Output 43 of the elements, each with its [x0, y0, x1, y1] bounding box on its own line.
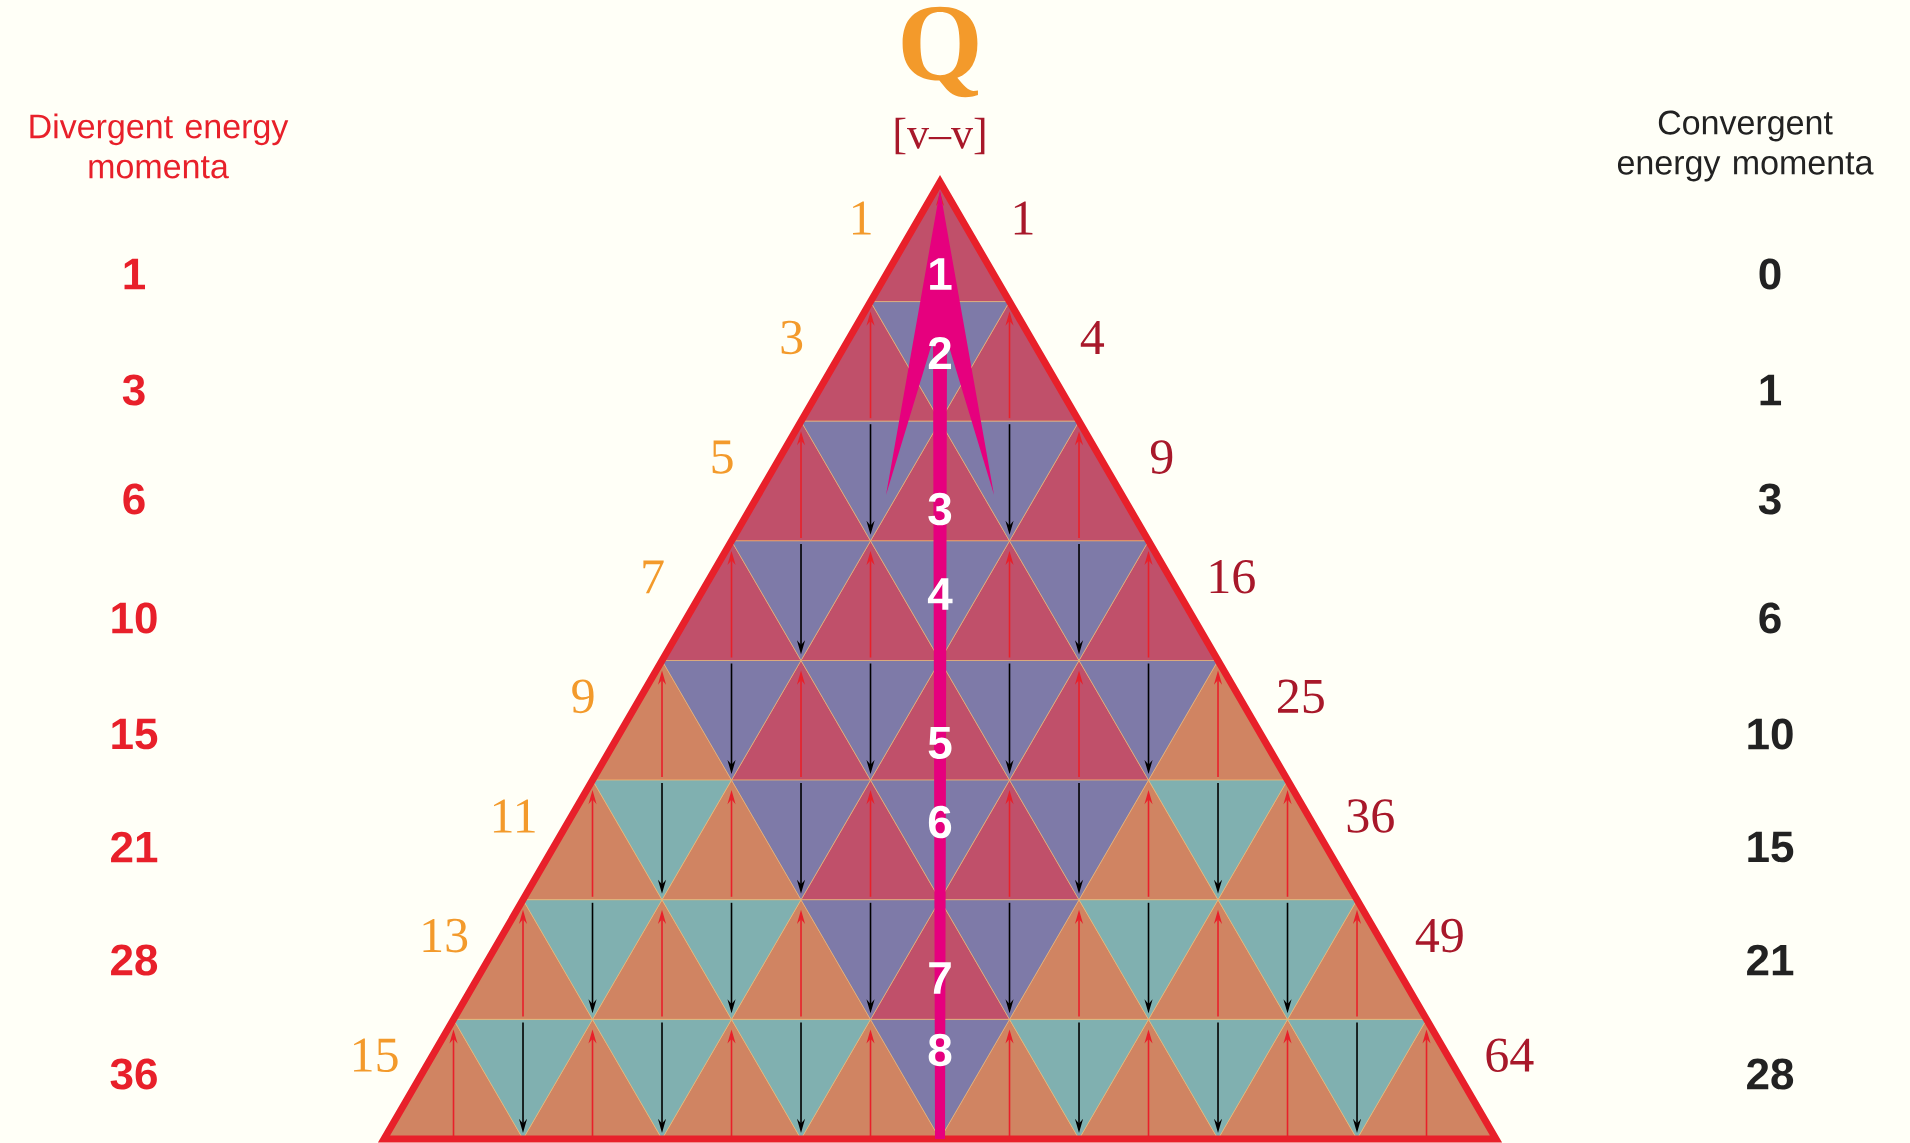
- number-label: 1: [853, 201, 871, 235]
- number-label: 13: [423, 918, 468, 953]
- number-label: 6: [1759, 602, 1781, 634]
- number-label: 9: [1150, 440, 1173, 474]
- number-label: 16: [1210, 560, 1255, 594]
- number-label: 21: [111, 831, 158, 863]
- number-label: 4: [927, 578, 953, 610]
- subtitle: [v–v]: [895, 117, 985, 155]
- number-label: 6: [123, 483, 145, 515]
- number-label: 10: [112, 602, 157, 634]
- number-label: 36: [1347, 799, 1394, 833]
- number-label: 3: [122, 374, 145, 406]
- number-label: 5: [712, 440, 733, 474]
- number-label: 28: [111, 944, 158, 976]
- column-heading: Divergent energy momenta: [30, 113, 289, 179]
- number-label: 7: [929, 962, 951, 994]
- number-label: 25: [1278, 679, 1324, 714]
- number-label: 1: [1014, 201, 1033, 235]
- number-label: 15: [354, 1038, 398, 1073]
- column-heading: Convergent energy momenta: [1617, 110, 1874, 182]
- number-label: 36: [110, 1058, 157, 1090]
- number-label: 10: [1748, 718, 1793, 750]
- number-label: 2: [928, 336, 951, 370]
- number-label: 1: [930, 258, 952, 290]
- number-label: 15: [1748, 831, 1794, 863]
- title: Q: [902, 6, 978, 98]
- number-label: 9: [572, 679, 594, 714]
- number-label: 5: [928, 726, 952, 760]
- number-label: 3: [1758, 483, 1781, 515]
- number-label: 3: [928, 492, 952, 526]
- number-label: 6: [928, 805, 952, 839]
- number-label: 1: [1760, 374, 1782, 406]
- number-label: 49: [1415, 918, 1463, 953]
- number-label: 3: [781, 320, 803, 355]
- number-label: 15: [112, 718, 158, 750]
- number-label: 1: [124, 258, 145, 290]
- number-label: 64: [1486, 1038, 1534, 1073]
- number-label: 4: [1080, 321, 1105, 354]
- number-label: 7: [643, 560, 664, 594]
- number-label: 0: [1759, 258, 1781, 290]
- number-label: 21: [1747, 944, 1794, 976]
- number-label: 28: [1747, 1058, 1794, 1090]
- number-label: 11: [493, 799, 535, 833]
